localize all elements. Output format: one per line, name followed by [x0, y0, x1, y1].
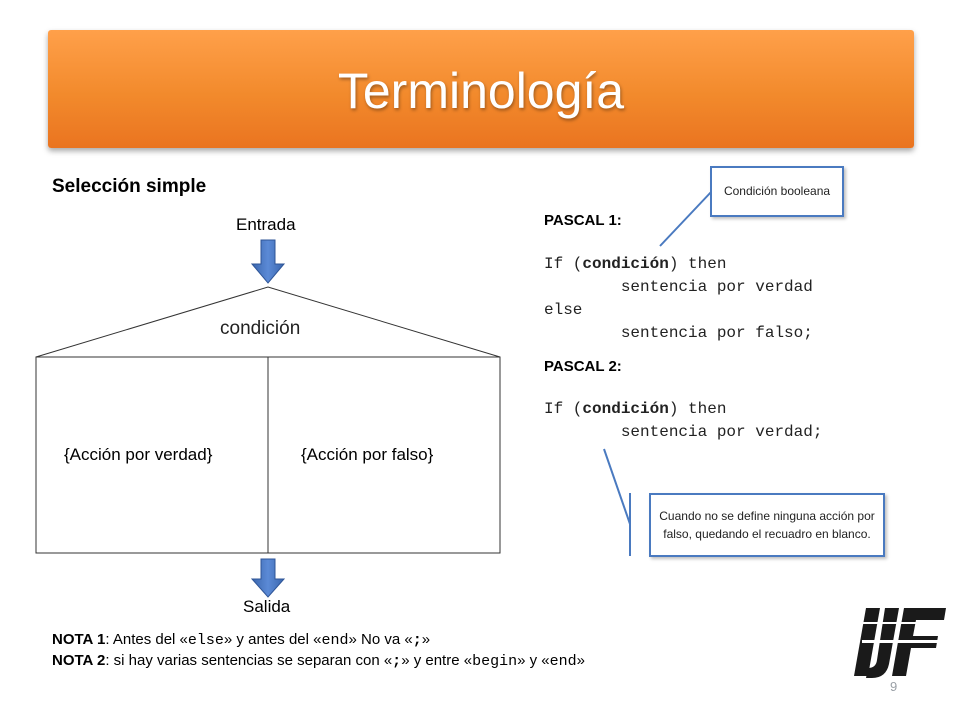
condition-triangle: [35, 286, 501, 358]
title-banner: [48, 30, 914, 148]
pascal2-line2: sentencia por verdad;: [544, 423, 823, 441]
action-true-label: {Acción por verdad}: [64, 445, 213, 464]
action-false-label: {Acción por falso}: [301, 445, 434, 464]
page-number: 9: [890, 679, 898, 694]
note-1: NOTA 1: Antes del «else» y antes del «en…: [52, 631, 431, 649]
pascal1-line1: If (condición) then: [544, 255, 727, 273]
callout-condicion-booleana: Condición booleana: [710, 166, 844, 217]
ijf-logo-icon: [854, 608, 948, 678]
pascal1-line4: sentencia por falso;: [544, 324, 813, 342]
callout-sin-falso-text: Cuando no se define ninguna acción por f…: [659, 509, 875, 541]
condition-label: condición: [220, 318, 301, 339]
pascal1-code: If (condición) then sentencia por verdad…: [544, 253, 813, 345]
pascal1-heading: PASCAL 1:: [544, 212, 622, 229]
salida-arrow-icon: [250, 558, 286, 598]
page-title: Terminología: [337, 63, 625, 119]
section-subtitle: Selección simple: [52, 176, 207, 197]
pascal2-line1: If (condición) then: [544, 400, 727, 418]
note-2: NOTA 2: si hay varias sentencias se sepa…: [52, 652, 585, 670]
entrada-label: Entrada: [236, 215, 296, 234]
callout-connector-bottom: [603, 448, 631, 556]
pascal2-heading: PASCAL 2:: [544, 358, 622, 375]
callout-connector-top: [659, 166, 713, 247]
entrada-arrow-icon: [250, 239, 286, 284]
pascal1-line2: sentencia por verdad: [544, 278, 813, 296]
callout-condicion-text: Condición booleana: [723, 184, 831, 198]
callout-sin-falso: Cuando no se define ninguna acción por f…: [649, 493, 885, 557]
pascal1-line3: else: [544, 301, 583, 319]
salida-label: Salida: [243, 597, 291, 616]
pascal2-code: If (condición) then sentencia por verdad…: [544, 398, 822, 444]
